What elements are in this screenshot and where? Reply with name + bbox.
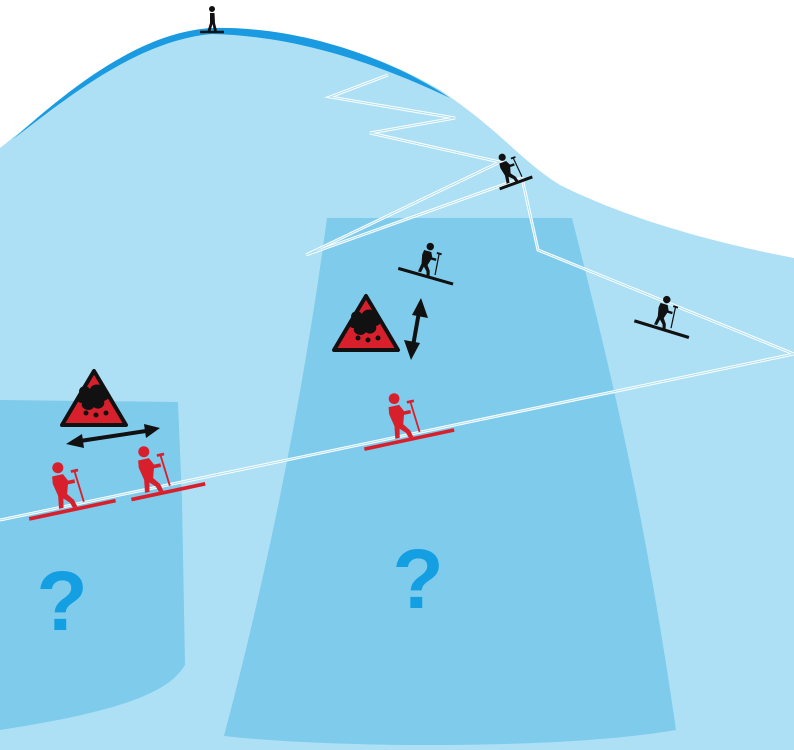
unknown-zone-left-label: ?: [36, 554, 87, 648]
unknown-zone-center-label: ?: [392, 532, 443, 626]
unknown-zone-left: [0, 400, 185, 730]
